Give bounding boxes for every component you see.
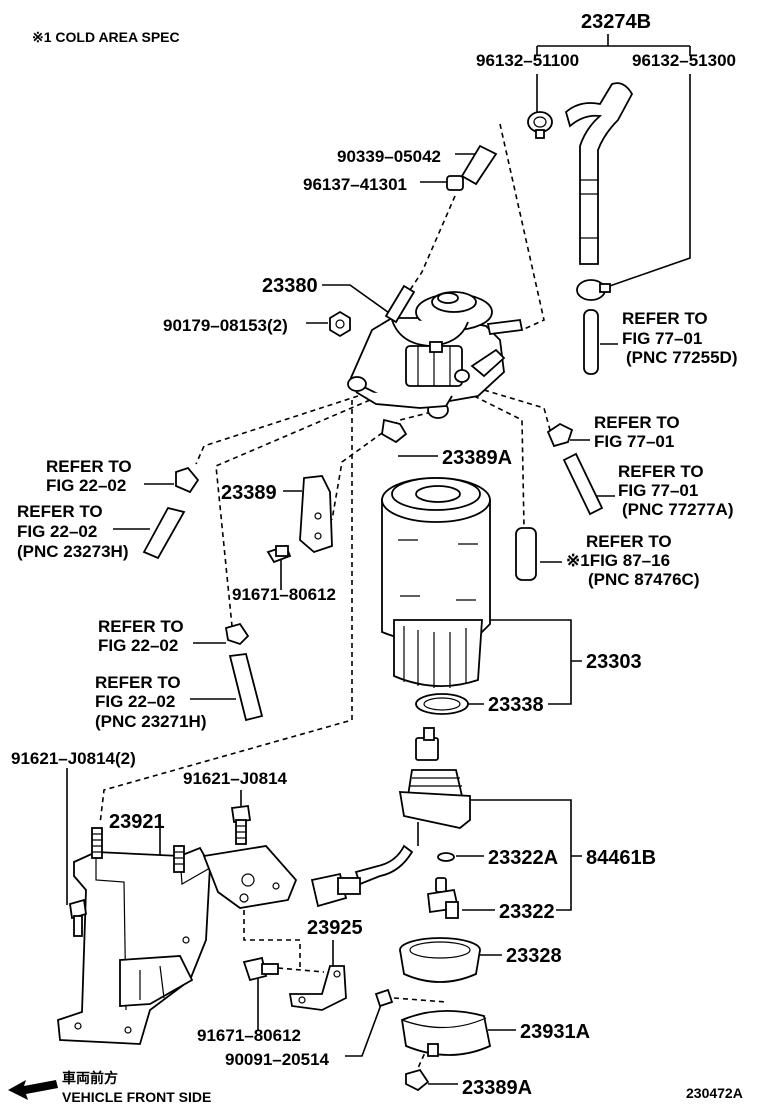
clip-96137-41301[interactable]: [446, 175, 464, 191]
drain-plug-23322[interactable]: [427, 877, 460, 919]
ref-fig-77-01-77277A[interactable]: REFER TO FIG 77–01 (PNC 77277A): [618, 462, 734, 519]
hose-23273H[interactable]: [142, 506, 186, 560]
svg-text:REFER TO: REFER TO: [622, 309, 708, 328]
label-84461B[interactable]: 84461B: [586, 847, 656, 869]
bracket-23389[interactable]: [299, 475, 333, 554]
label-91621-J0814[interactable]: 91621–J0814: [183, 769, 288, 788]
o-ring-23338[interactable]: [415, 693, 469, 715]
band-23931A[interactable]: [401, 1009, 492, 1057]
svg-text:REFER TO: REFER TO: [95, 673, 181, 692]
ref-fig-87-16-87476C[interactable]: REFER TO ※1FIG 87–16 (PNC 87476C): [566, 532, 700, 589]
svg-text:(PNC 23273H): (PNC 23273H): [17, 542, 129, 561]
cold-area-note: ※1 COLD AREA SPEC: [32, 29, 180, 45]
bolt-91671-80612-bot[interactable]: [242, 956, 279, 982]
clip-23389A-bot[interactable]: [405, 1068, 430, 1092]
bowl-23328[interactable]: [399, 937, 481, 983]
label-23925[interactable]: 23925: [307, 917, 363, 939]
clamp-96132-51100[interactable]: [527, 111, 553, 139]
svg-text:(PNC 77277A): (PNC 77277A): [622, 500, 734, 519]
svg-text:FIG 22–02: FIG 22–02: [46, 476, 126, 495]
label-91671-80612-top[interactable]: 91671–80612: [232, 585, 336, 604]
label-96137-41301[interactable]: 96137–41301: [303, 175, 407, 194]
connector-84461B[interactable]: [310, 872, 361, 908]
label-91671-80612-bot[interactable]: 91671–80612: [197, 1026, 301, 1045]
label-23389[interactable]: 23389: [221, 482, 277, 504]
ref-fig-77-01-77255D[interactable]: REFER TO FIG 77–01 (PNC 77255D): [622, 309, 738, 367]
filter-head-23380[interactable]: [347, 284, 524, 419]
label-96132-51100[interactable]: 96132–51100: [476, 51, 579, 70]
ref-fig-22-02-a[interactable]: REFER TO FIG 22–02: [46, 457, 132, 495]
hose-77277A[interactable]: [562, 452, 604, 516]
svg-text:REFER TO: REFER TO: [98, 617, 184, 636]
svg-text:(PNC 23271H): (PNC 23271H): [95, 712, 207, 731]
label-23328[interactable]: 23328: [506, 945, 562, 967]
label-23322A[interactable]: 23322A: [488, 847, 558, 869]
bracket-23925[interactable]: [288, 965, 347, 1011]
svg-text:REFER TO: REFER TO: [46, 457, 132, 476]
label-23380[interactable]: 23380: [262, 275, 318, 297]
hose-87476C[interactable]: [515, 527, 537, 581]
bracket-plate-23921[interactable]: [202, 845, 298, 909]
o-ring-23322A[interactable]: [437, 852, 455, 862]
nut-90179-08153[interactable]: [329, 310, 351, 338]
ref-fig-22-02-23271H[interactable]: REFER TO FIG 22–02 (PNC 23271H): [95, 673, 207, 731]
svg-text:FIG 77–01: FIG 77–01: [594, 432, 674, 451]
bolt-91671-80612-top[interactable]: [266, 544, 292, 564]
svg-text:REFER TO: REFER TO: [586, 532, 672, 551]
ref-fig-22-02-b[interactable]: REFER TO FIG 22–02: [98, 617, 184, 655]
svg-text:FIG 22–02: FIG 22–02: [17, 522, 97, 541]
label-23274B[interactable]: 23274B: [581, 11, 651, 33]
label-91621-J0814-2[interactable]: 91621–J0814(2): [11, 749, 136, 768]
label-23303[interactable]: 23303: [586, 651, 642, 673]
vehicle-front-en: VEHICLE FRONT SIDE: [62, 1089, 211, 1105]
label-23338[interactable]: 23338: [488, 694, 544, 716]
label-90339-05042[interactable]: 90339–05042: [337, 147, 441, 166]
figure-id: 230472A: [686, 1085, 743, 1101]
label-23931A[interactable]: 23931A: [520, 1021, 590, 1043]
svg-text:FIG 77–01: FIG 77–01: [622, 329, 702, 348]
ref-fig-22-02-23273H[interactable]: REFER TO FIG 22–02 (PNC 23273H): [17, 502, 129, 561]
hose-77255D[interactable]: [583, 309, 599, 375]
stud-91621-J0814[interactable]: [230, 804, 252, 845]
clip-23389A-top[interactable]: [381, 418, 408, 444]
label-23921[interactable]: 23921: [109, 811, 165, 833]
stud-91621-J0814-2[interactable]: [68, 827, 185, 937]
vehicle-front-arrow-icon: [8, 1080, 58, 1100]
clip-22-02-b[interactable]: [224, 622, 250, 646]
svg-text:※1FIG 87–16: ※1FIG 87–16: [566, 551, 670, 570]
cap-90339-05042[interactable]: [460, 144, 498, 186]
label-23389A-top[interactable]: 23389A: [442, 447, 512, 469]
svg-text:(PNC 77255D): (PNC 77255D): [626, 348, 738, 367]
clamp-96132-51300[interactable]: [576, 279, 611, 301]
hose-23271H[interactable]: [228, 653, 264, 722]
svg-text:(PNC 87476C): (PNC 87476C): [588, 570, 700, 589]
svg-text:REFER TO: REFER TO: [594, 413, 680, 432]
svg-text:FIG 22–02: FIG 22–02: [95, 692, 175, 711]
ref-fig-77-01[interactable]: REFER TO FIG 77–01: [594, 413, 680, 451]
svg-text:FIG 77–01: FIG 77–01: [618, 481, 698, 500]
svg-text:FIG 22–02: FIG 22–02: [98, 636, 178, 655]
label-23322[interactable]: 23322: [499, 901, 555, 923]
clip-77-01[interactable]: [546, 422, 574, 448]
bolt-90091-20514[interactable]: [374, 988, 394, 1008]
clip-22-02-a[interactable]: [175, 466, 200, 494]
assembly-dashed-lines: [99, 123, 551, 1069]
vehicle-front-jp: 車両前方: [62, 1070, 118, 1086]
fuel-filter-23303[interactable]: [381, 477, 491, 688]
leader-lines: [66, 34, 691, 1085]
label-90179-08153[interactable]: 90179–08153(2): [163, 316, 288, 335]
bracket-23921[interactable]: [57, 846, 211, 1045]
label-23389A-bot[interactable]: 23389A: [462, 1077, 532, 1099]
svg-text:REFER TO: REFER TO: [618, 462, 704, 481]
svg-text:REFER TO: REFER TO: [17, 502, 103, 521]
hose-23274B[interactable]: [564, 82, 634, 265]
sensor-84461B[interactable]: [354, 727, 471, 886]
label-90091-20514[interactable]: 90091–20514: [225, 1050, 330, 1069]
label-96132-51300[interactable]: 96132–51300: [632, 51, 736, 70]
